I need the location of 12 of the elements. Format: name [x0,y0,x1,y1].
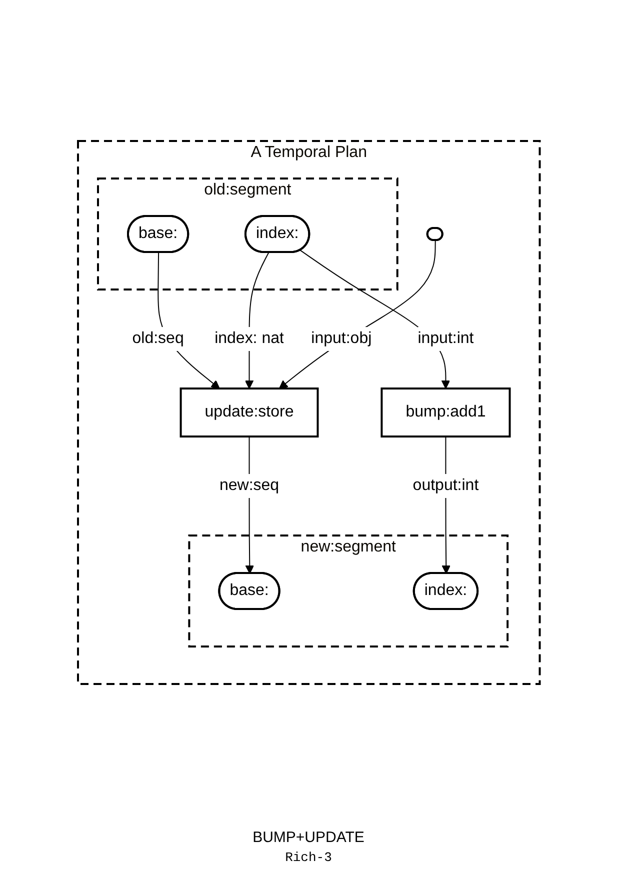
edge-label: index: nat [214,330,284,347]
arrow [278,240,436,389]
figure-label: Rich-3 [284,850,333,865]
edge-label: output:int [412,477,478,494]
edge-label: input:obj [310,330,372,347]
diagram-caption: BUMP+UPDATE [252,829,364,846]
node-box: bump:add1 [380,388,510,438]
node-box: update:store [179,388,318,438]
edge-label: input:int [417,330,474,347]
edge-label: old:seq [132,330,184,347]
arrow [299,250,450,389]
edge-label: new:seq [219,477,279,494]
